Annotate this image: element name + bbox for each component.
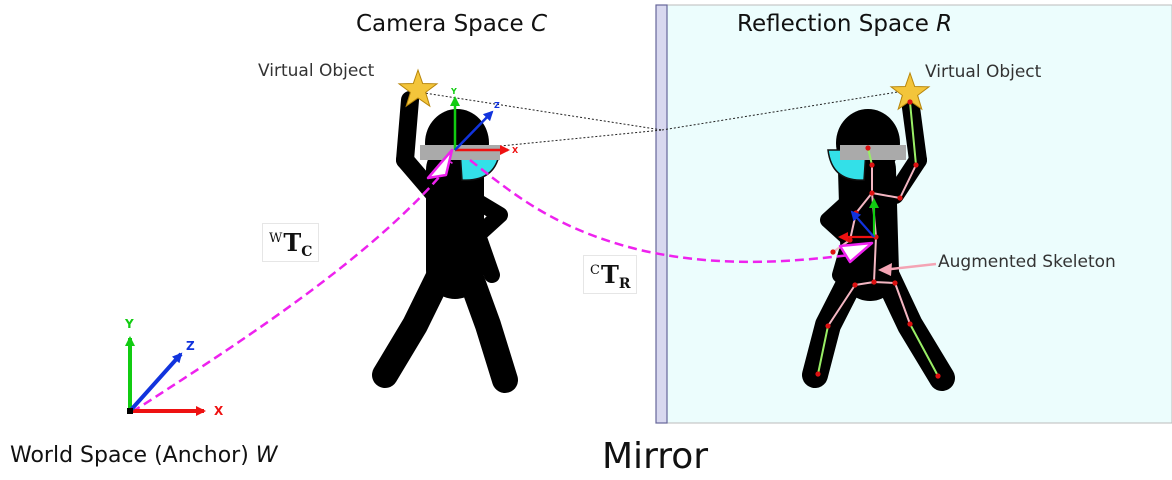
world-axis-y-label: Y [124,317,134,331]
world-axes: X Y Z [124,317,224,418]
world-to-camera-path [131,161,453,414]
world-axis-z-label: Z [186,339,195,353]
star-icon [397,68,439,108]
world-axis-x-label: X [214,404,224,418]
reflection-space-title: Reflection Space R [737,11,952,37]
augmented-skeleton [815,99,941,379]
reflection-axes [838,198,879,242]
camera-to-reflection-transform: CTR [583,255,638,294]
camera-space-figure [372,68,518,393]
camera-axis-y-label: Y [450,87,457,96]
camera-axis-x-label: X [512,146,519,155]
world-space-title: World Space (Anchor) W [10,443,278,468]
camera-axis-z-label: Z [494,101,500,110]
virtual-object-label-right: Virtual Object [925,62,1042,82]
virtual-object-label-left: Virtual Object [258,61,375,81]
world-space-title-text: World Space (Anchor) [10,443,249,468]
world-to-camera-subscript: C [301,244,313,260]
world-to-camera-symbol: T [283,228,302,257]
world-to-camera-arrowhead [426,148,454,180]
camera-axes: X Y Z [450,87,519,155]
augmented-skeleton-label: Augmented Skeleton [938,252,1116,272]
camera-to-reflection-symbol: T [600,260,619,289]
reflection-space-title-text: Reflection Space [737,11,929,37]
camera-to-reflection-superscript: C [590,263,600,278]
camera-to-reflection-arrowhead [838,241,874,264]
camera-space-title: Camera Space C [356,11,547,37]
camera-space-title-text: Camera Space [356,11,524,37]
world-to-camera-transform: WTC [262,223,320,262]
reflection-space-symbol: R [936,11,953,37]
mirror-plane [655,4,668,424]
world-to-camera-superscript: W [269,231,283,246]
camera-to-reflection-path [469,159,851,264]
camera-space-symbol: C [530,11,548,37]
world-space-symbol: W [255,443,278,468]
mirror-label: Mirror [602,436,709,477]
camera-to-reflection-subscript: R [618,276,631,292]
